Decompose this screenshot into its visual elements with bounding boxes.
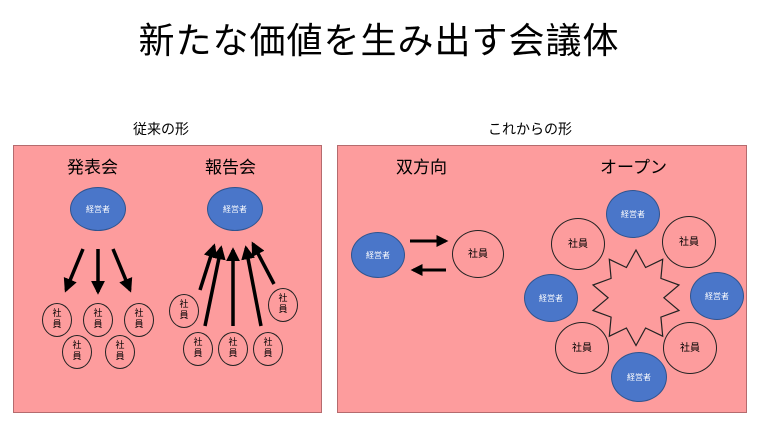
down-arrow [111,248,133,293]
slide-title: 新たな価値を生み出す会議体 [138,21,620,62]
star-shape [591,248,681,347]
right-section-label: これからの形 [488,122,572,138]
down-arrow [63,248,85,293]
up-arrow [251,241,276,285]
bidirectional-arrows [410,235,449,276]
announcement-employee-node: 社員 [62,335,92,369]
report-employee-node: 社員 [183,332,213,366]
report-employee-node: 社員 [218,332,248,366]
open-executive-node: 経営者 [606,190,660,238]
announcement-employee-node: 社員 [83,303,113,337]
open-employee-node: 社員 [555,322,609,374]
report-arrows [198,241,276,327]
up-arrow [198,243,218,291]
announcement-employee-node: 社員 [124,303,154,337]
bidirectional-executive-node: 経営者 [351,232,405,278]
report-employee-node: 社員 [268,288,298,322]
announcement-employee-node: 社員 [42,303,72,337]
announcement-heading: 発表会 [67,158,118,178]
open-heading: オープン [600,158,667,178]
report-employee-node: 社員 [253,332,283,366]
up-arrow [203,245,226,327]
open-employee-node: 社員 [663,322,717,374]
announcement-employee-node: 社員 [105,335,135,369]
report-employee-node: 社員 [169,294,199,328]
report-executive-node: 経営者 [207,187,263,231]
announcement-arrows [63,248,133,295]
open-executive-node: 経営者 [690,272,744,320]
open-executive-node: 経営者 [611,352,667,402]
open-employee-node: 社員 [551,218,605,270]
announcement-executive-node: 経営者 [70,187,126,231]
open-executive-node: 経営者 [524,274,578,322]
left-section-label: 従来の形 [133,122,189,138]
bidirectional-heading: 双方向 [396,158,447,178]
report-heading: 報告会 [205,158,256,178]
bidirectional-employee-node: 社員 [452,230,504,278]
up-arrow [241,245,263,327]
open-employee-node: 社員 [662,216,716,268]
